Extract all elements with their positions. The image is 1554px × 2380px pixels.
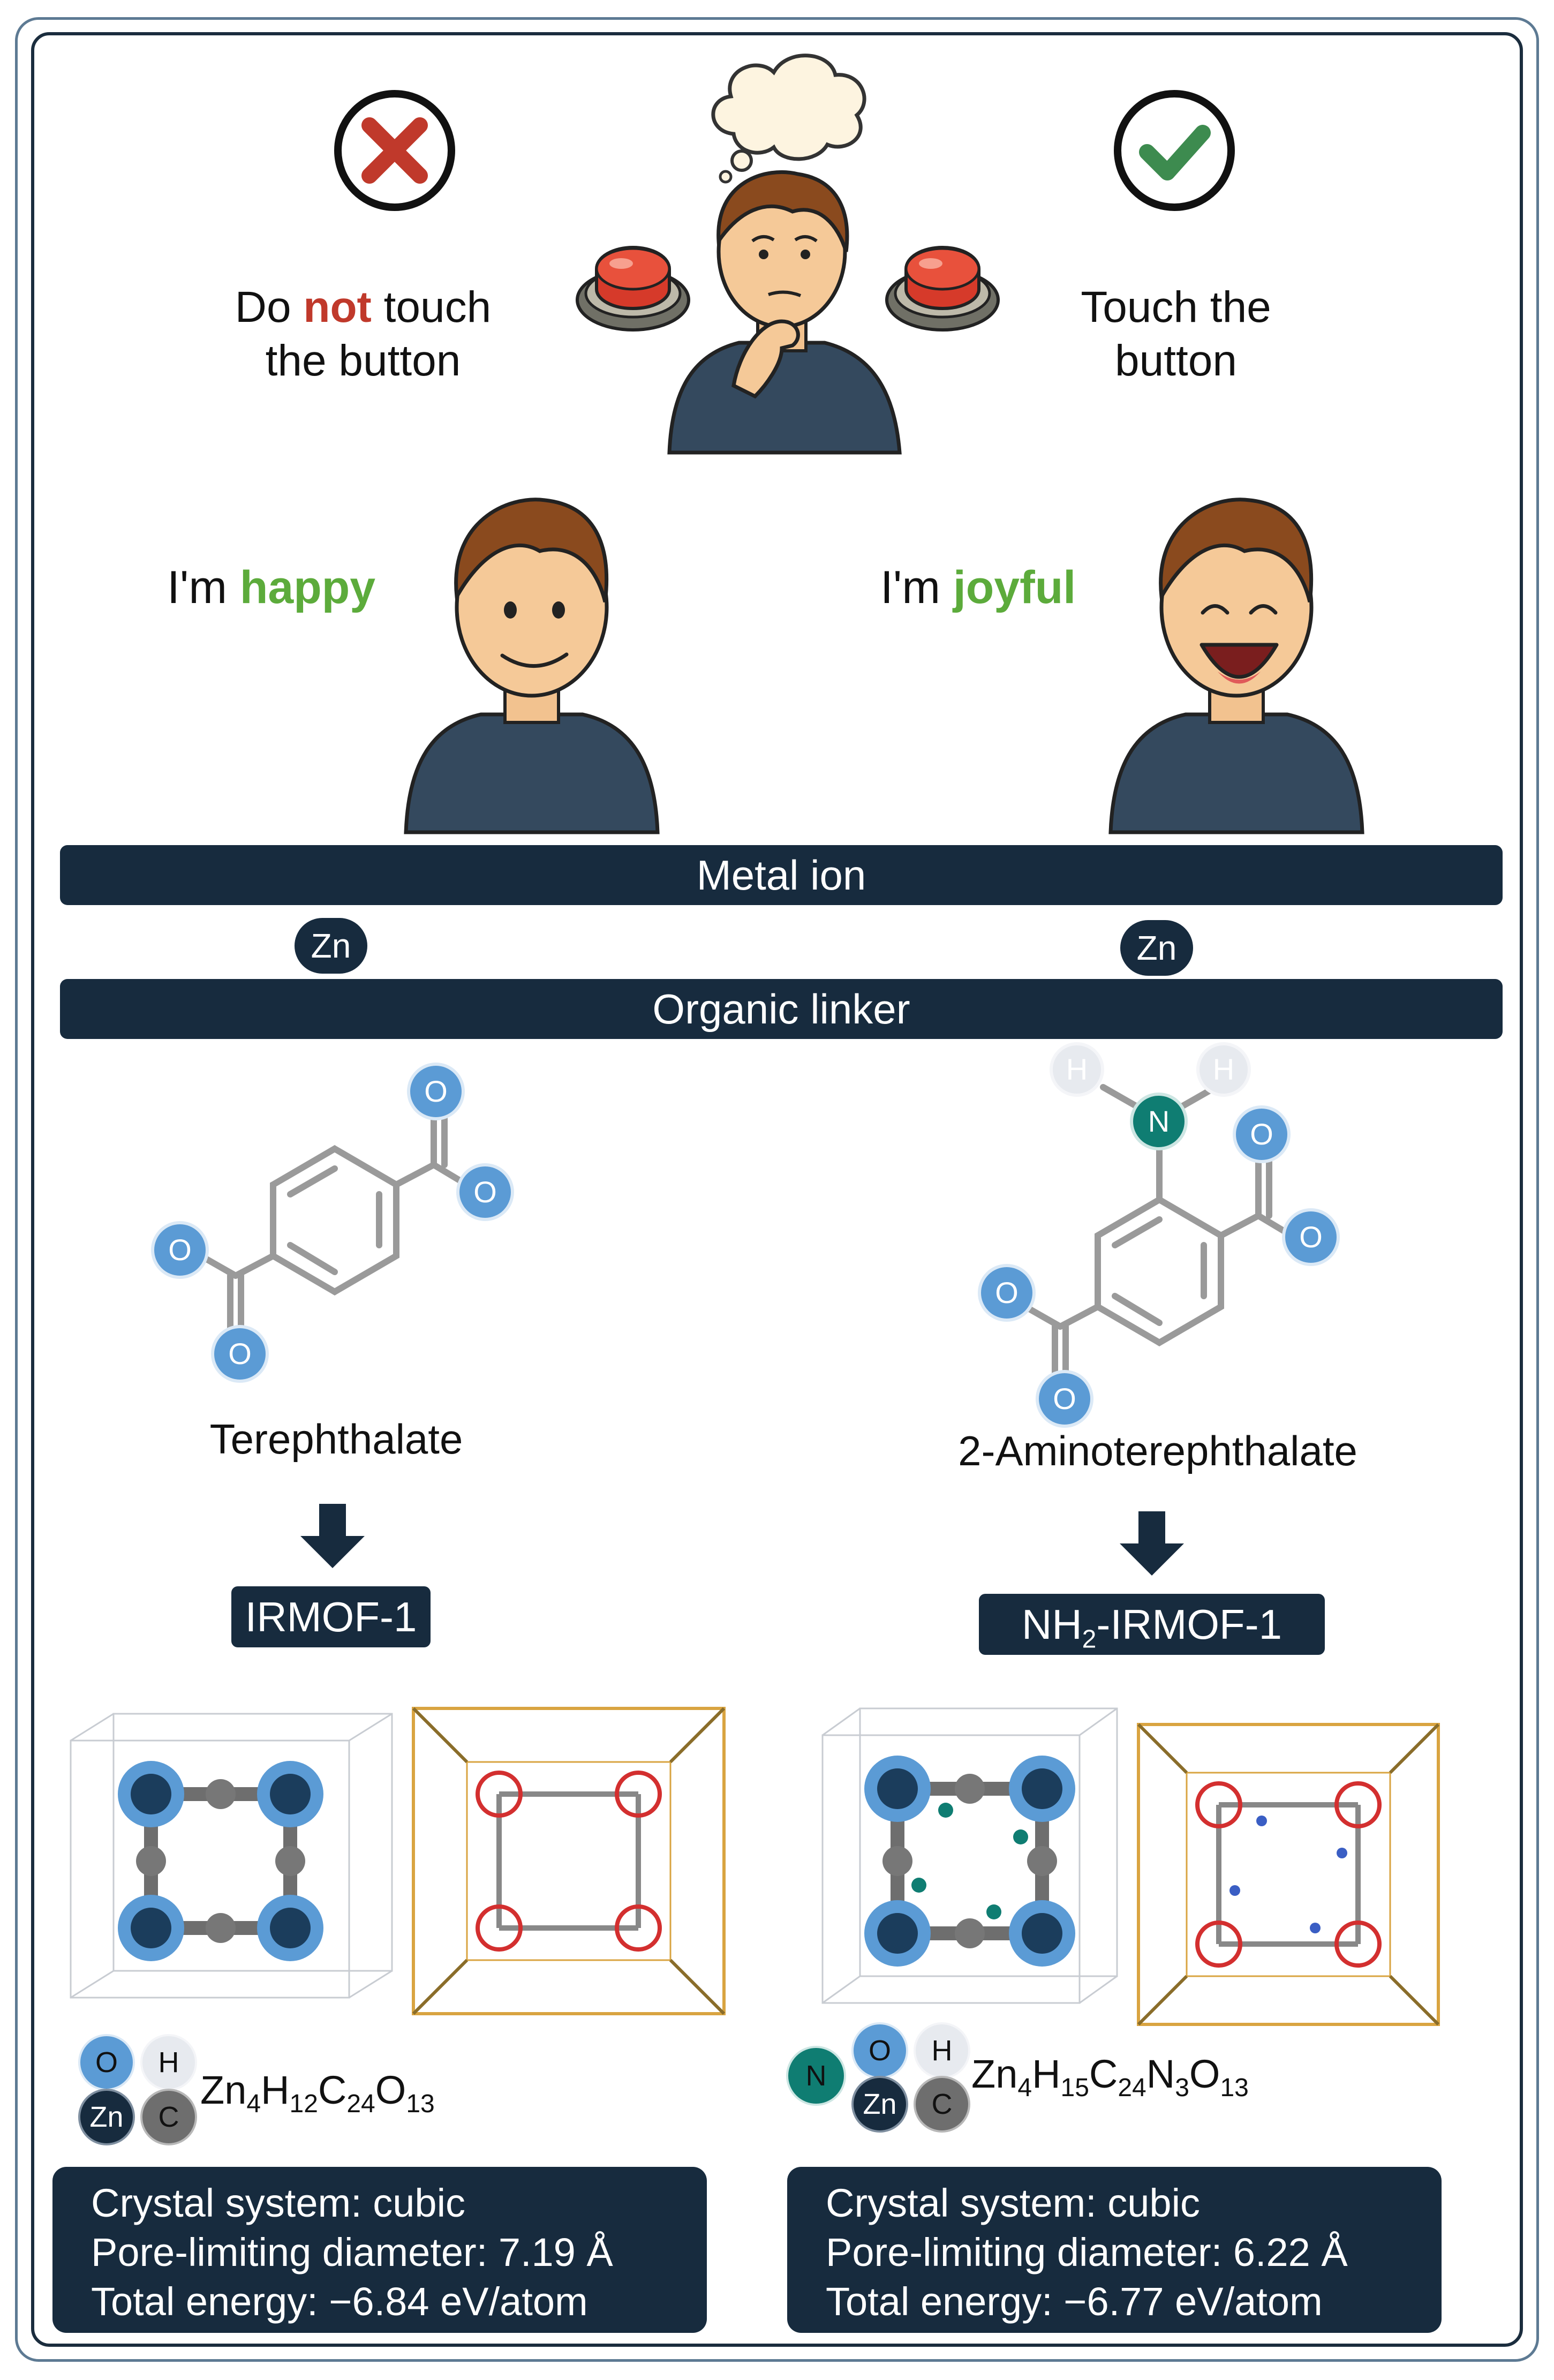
oxygen-atom: O — [1036, 1370, 1093, 1428]
pore-diameter: Pore-limiting diameter: 6.22 Å — [826, 2230, 1348, 2274]
legend-zinc: Zn — [851, 2076, 908, 2133]
terephthalate-structure — [179, 1089, 477, 1342]
oxygen-atom: O — [1233, 1105, 1291, 1163]
oxygen-anion-atom: O — [978, 1264, 1036, 1322]
nh2-irmof-1-ball-model — [821, 1707, 1118, 2004]
oxygen-anion-atom: O — [456, 1163, 514, 1221]
oxygen-atom: O — [211, 1325, 269, 1383]
nh2-irmof-1-stick-model — [1137, 1723, 1440, 2026]
total-energy: Total energy: −6.77 eV/atom — [826, 2279, 1323, 2324]
down-arrow-icon — [300, 1504, 365, 1568]
legend-zinc: Zn — [78, 2089, 135, 2145]
metal-ion-header: Metal ion — [60, 845, 1503, 905]
nitrogen-atom: N — [1130, 1093, 1188, 1150]
irmof-1-label: IRMOF-1 — [231, 1586, 431, 1647]
happy-person-illustration — [404, 498, 660, 834]
crystal-system: Crystal system: cubic — [826, 2181, 1201, 2225]
zn-left-badge: Zn — [295, 918, 367, 974]
irmof-1-properties: Crystal system: cubic Pore-limiting diam… — [52, 2167, 707, 2333]
aminoterephthalate-label: 2-Aminoterephthalate — [958, 1427, 1357, 1474]
right-choice-text: Touch the button — [1081, 283, 1271, 385]
legend-oxygen: O — [851, 2022, 908, 2079]
down-arrow-icon — [1120, 1511, 1184, 1576]
thought-bubble-icon — [711, 54, 866, 184]
joyful-person-illustration — [1108, 498, 1364, 834]
legend-hydrogen: H — [914, 2022, 970, 2079]
irmof-1-stick-model — [412, 1707, 726, 2015]
total-energy: Total energy: −6.84 eV/atom — [91, 2279, 588, 2324]
left-choice-text: Do not touch the button — [235, 283, 492, 385]
oxygen-anion-atom: O — [1282, 1208, 1340, 1266]
happy-text: I'm happy — [167, 562, 376, 613]
legend-carbon: C — [140, 2089, 197, 2145]
crystal-system: Crystal system: cubic — [91, 2181, 466, 2225]
hydrogen-atom: H — [1196, 1042, 1251, 1097]
outer-frame — [15, 17, 1539, 2362]
irmof-1-ball-model — [70, 1713, 393, 1999]
formula-left: Zn4H12C24O13 — [200, 2068, 435, 2118]
legend-oxygen: O — [78, 2034, 135, 2091]
zn-right-badge: Zn — [1120, 920, 1193, 976]
nh2-irmof-1-label: NH2-IRMOF-1 — [979, 1594, 1325, 1655]
inner-frame — [31, 32, 1523, 2347]
organic-linker-header: Organic linker — [60, 979, 1503, 1039]
oxygen-anion-atom: O — [151, 1221, 209, 1279]
hydrogen-atom: H — [1050, 1042, 1104, 1097]
push-button-icon — [576, 246, 690, 332]
terephthalate-label: Terephthalate — [209, 1415, 463, 1463]
formula-right: Zn4H15C24N3O13 — [971, 2052, 1249, 2102]
thinking-person-illustration — [667, 170, 902, 455]
joyful-text: I'm joyful — [880, 562, 1076, 613]
legend-carbon: C — [914, 2076, 970, 2133]
cross-icon — [334, 90, 455, 211]
nh2-irmof-1-properties: Crystal system: cubic Pore-limiting diam… — [787, 2167, 1442, 2333]
oxygen-atom: O — [407, 1063, 465, 1120]
pore-diameter: Pore-limiting diameter: 7.19 Å — [91, 2230, 613, 2274]
legend-nitrogen: N — [786, 2046, 846, 2106]
legend-hydrogen: H — [140, 2034, 197, 2091]
check-icon — [1114, 90, 1235, 211]
push-button-icon — [885, 246, 1000, 332]
